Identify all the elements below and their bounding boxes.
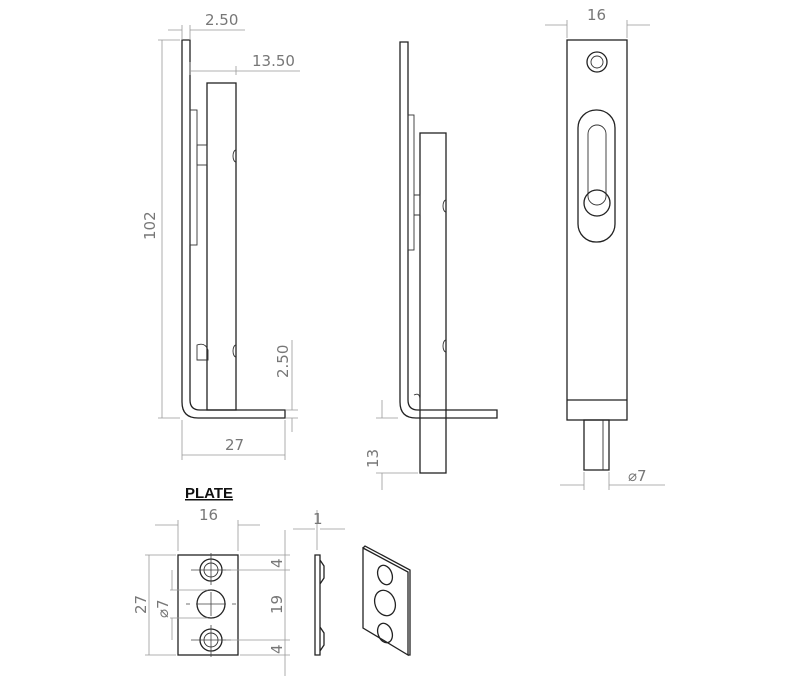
plate-views: PLATE 16 27 ⌀7 4 19 4 1 xyxy=(132,485,411,676)
side-view-extended: 13 xyxy=(364,41,498,490)
dim-plate-height: 27 xyxy=(132,595,150,614)
front-view: 16 ⌀7 xyxy=(545,6,665,490)
plate-title: PLATE xyxy=(185,485,233,502)
dim-hole-spacing: 19 xyxy=(268,595,286,614)
dim-foot-thickness: 2.50 xyxy=(274,345,292,378)
dim-plate-width: 16 xyxy=(199,506,218,524)
dim-bottom-edge: 4 xyxy=(268,644,286,654)
dim-top-offset: 2.50 xyxy=(205,11,238,29)
dim-hole-diameter: ⌀7 xyxy=(154,599,172,618)
side-view: 2.50 13.50 102 2.50 27 xyxy=(141,11,300,460)
dim-bolt-offset: 13.50 xyxy=(252,52,295,70)
dim-plate-thickness: 1 xyxy=(313,510,323,528)
dim-projection: 13 xyxy=(364,449,382,468)
dim-height: 102 xyxy=(141,211,159,240)
dim-front-width: 16 xyxy=(587,6,606,24)
dim-pin-diameter: ⌀7 xyxy=(628,467,647,485)
dim-top-edge: 4 xyxy=(268,558,286,568)
dim-foot-length: 27 xyxy=(225,436,244,454)
